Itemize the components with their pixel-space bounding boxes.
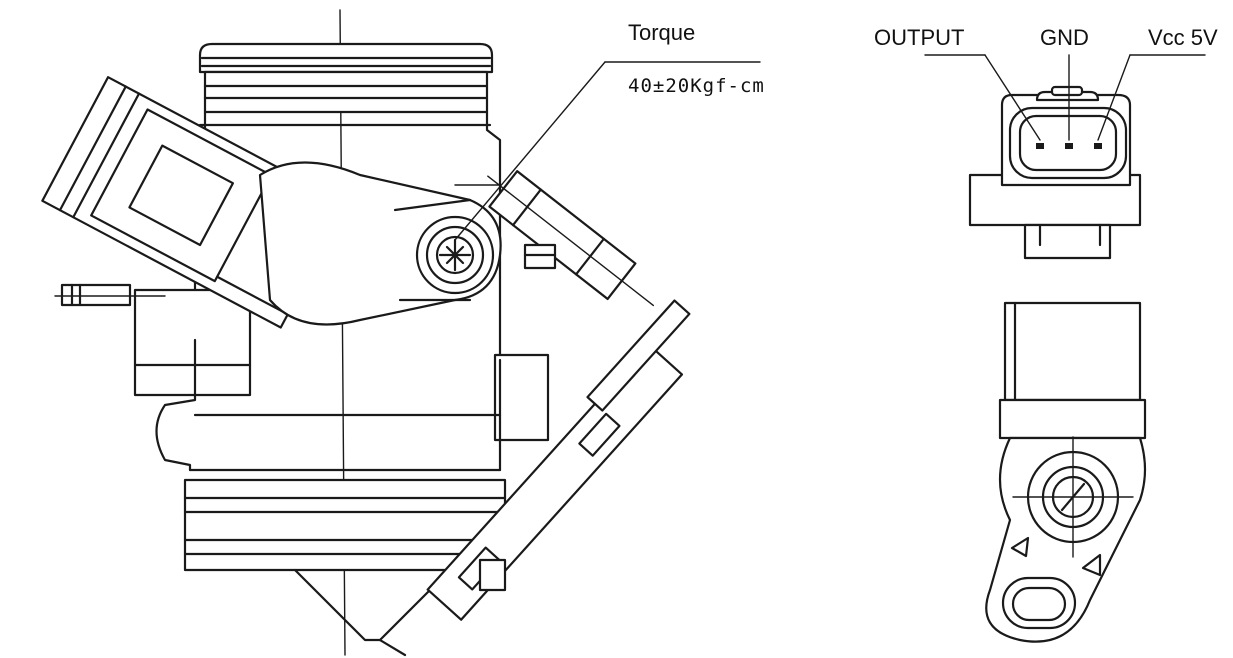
torque-leader — [454, 61, 761, 241]
pin-gnd-label: GND — [1040, 25, 1089, 50]
torque-title: Torque — [628, 20, 695, 45]
connector-face-view — [968, 85, 1142, 260]
pin-leaders — [924, 54, 1206, 141]
torque-value: 40±20Kgf-cm — [628, 75, 765, 97]
sensor-side-view — [985, 301, 1147, 643]
throttle-body-drawing — [41, 9, 691, 657]
pin-output-label: OUTPUT — [874, 25, 964, 50]
pin-vcc-label: Vcc 5V — [1148, 25, 1218, 50]
